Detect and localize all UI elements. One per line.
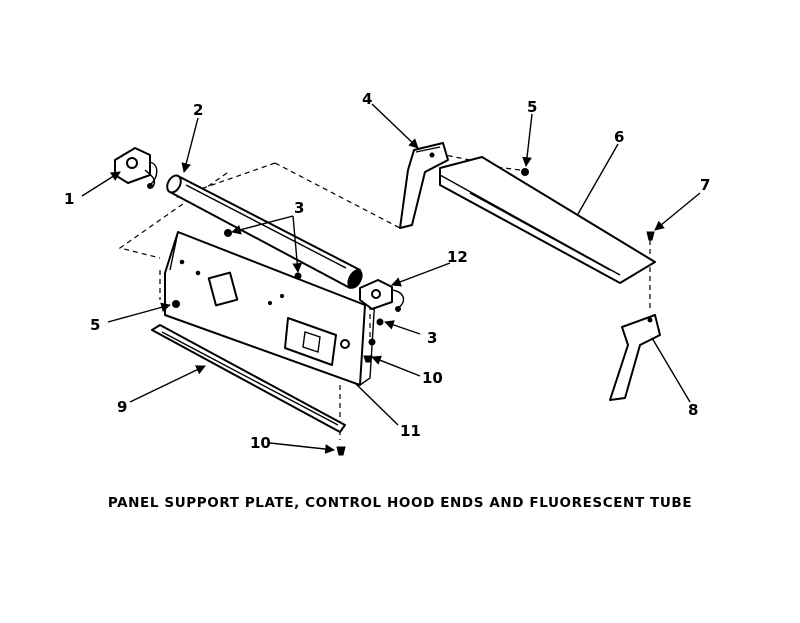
callout-1: 1 [64,190,74,208]
callout-3-right: 3 [427,329,437,347]
callout-3-top: 3 [294,199,304,217]
callout-11: 11 [400,422,421,440]
callout-12: 12 [447,248,468,266]
callout-6: 6 [614,128,624,146]
callout-9: 9 [117,398,127,416]
part-11-panel-support-plate [164,229,376,386]
callout-2: 2 [193,101,203,119]
part-10-screws [336,355,373,456]
callout-10-bottom: 10 [250,434,271,452]
callout-8: 8 [688,401,698,419]
part-12-lamp-socket [359,279,405,312]
diagram-caption: PANEL SUPPORT PLATE, CONTROL HOOD ENDS A… [107,495,693,511]
callout-labels: 1 2 3 4 5 6 7 12 5 3 10 9 8 11 10 [64,90,710,452]
part-6-control-hood [439,156,656,284]
part-4-left-hood-end [399,142,449,229]
part-1-lamp-socket [114,147,158,189]
callout-4: 4 [362,90,372,108]
part-9-trim-strip [151,324,346,433]
part-7-screw [646,231,655,241]
part-8-right-hood-end [609,314,661,401]
callout-7: 7 [700,176,710,194]
callout-leaders [81,103,701,454]
part-2-fluorescent-tube [166,174,363,289]
part-3-screw-right [376,318,384,326]
callout-10-right: 10 [422,369,443,387]
callout-5-top: 5 [527,98,537,116]
callout-5-left: 5 [90,316,100,334]
